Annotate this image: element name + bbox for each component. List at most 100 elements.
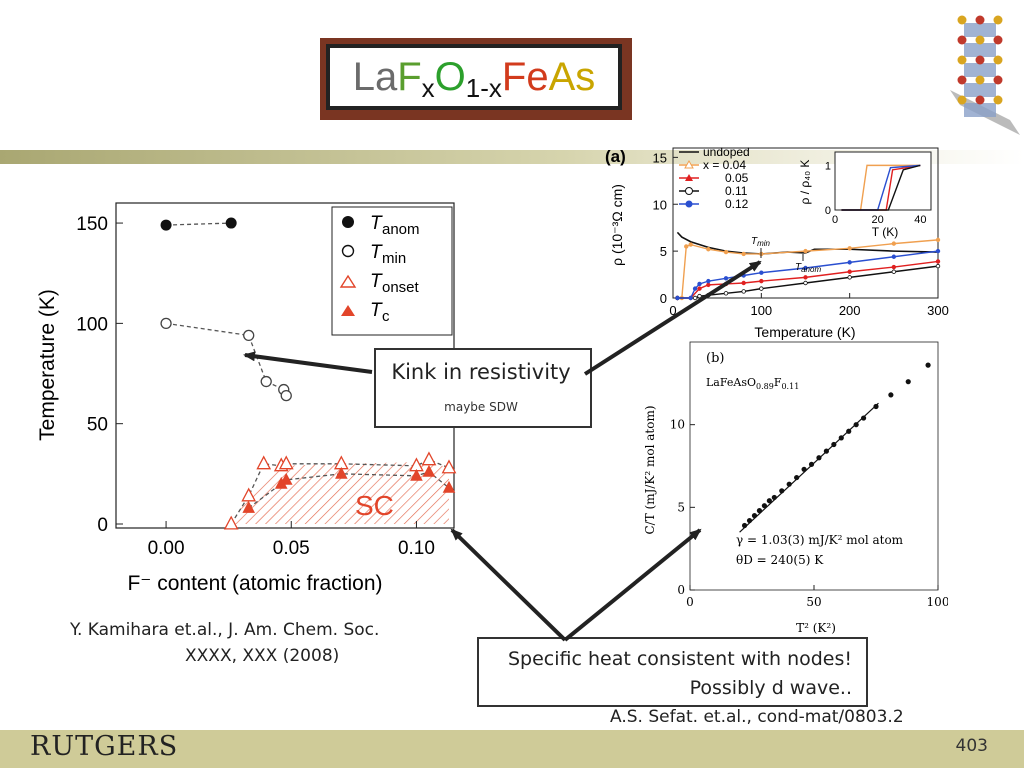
data-point (905, 379, 911, 385)
data-point (697, 281, 702, 287)
data-point (723, 291, 729, 296)
data-point (823, 448, 829, 454)
crystal-atom (993, 75, 1003, 85)
chart1-y-tick-label: 0 (97, 515, 108, 536)
inset-y-tick-label: 0 (825, 205, 831, 217)
data-point (761, 503, 767, 509)
svg-text:T (K): T (K) (872, 225, 898, 239)
data-point (847, 246, 852, 251)
crystal-atom (993, 55, 1003, 65)
chart1-x-tick-label: 0.10 (398, 538, 435, 559)
data-point (421, 451, 437, 466)
data-point (935, 237, 941, 243)
data-point (803, 275, 808, 280)
chart2-panel-label: (a) (605, 147, 626, 166)
data-point (278, 455, 294, 470)
specific-heat-callout-line1: Specific heat consistent with nodes! (508, 648, 852, 670)
title-x: x (421, 73, 435, 103)
data-point (935, 263, 941, 269)
crystal-layer (964, 103, 996, 117)
chart3-y-tick-label: 0 (677, 583, 685, 597)
data-point (223, 515, 239, 530)
chart1-y-tick-label: 100 (76, 314, 108, 335)
crystal-atom (993, 15, 1003, 25)
svg-text:c: c (382, 308, 390, 325)
chart3-x-tick-label: 100 (927, 595, 948, 609)
crystal-atom (975, 35, 985, 45)
data-point (766, 498, 772, 504)
svg-text:ρ / ρ₄₀ K: ρ / ρ₄₀ K (798, 160, 812, 205)
rutgers-logo: RUTGERS (30, 731, 179, 762)
title-fe: Fe (501, 55, 549, 99)
data-point (786, 481, 792, 487)
theta-fit-text: θD = 240(5) K (736, 553, 824, 567)
specific-heat-callout-box (477, 637, 868, 707)
crystal-structure-icon (950, 15, 1020, 135)
gamma-fit-text: γ = 1.03(3) mJ/K² mol atom (736, 533, 904, 547)
crystal-atom (975, 15, 985, 25)
resistivity-curve (677, 239, 939, 299)
data-point (891, 264, 897, 270)
data-point (891, 241, 897, 246)
svg-text:T: T (370, 242, 383, 263)
data-point (688, 295, 693, 301)
data-point (741, 522, 748, 529)
chart3-y-tick-label: 5 (677, 500, 685, 514)
data-point (803, 280, 808, 286)
svg-text:0.11: 0.11 (725, 184, 748, 198)
data-point (160, 317, 172, 330)
data-point (891, 254, 897, 259)
data-point (697, 293, 702, 299)
title-la: La (352, 55, 398, 99)
chart1-y-tick-label: 150 (76, 214, 108, 235)
data-point (816, 455, 822, 461)
data-point (692, 295, 698, 301)
data-point (803, 248, 808, 254)
chart2-x-tick-label: 200 (839, 303, 861, 318)
title-f: F (397, 55, 422, 99)
tanom-annotation: Tanom (795, 262, 821, 274)
resistivity-curve (677, 250, 939, 299)
svg-text:0.05: 0.05 (725, 171, 749, 185)
title-o: O (434, 55, 466, 99)
data-point (808, 461, 815, 467)
data-point (723, 281, 729, 287)
sc-region-label: SC (355, 490, 394, 521)
page-number: 403 (955, 736, 988, 756)
data-point (225, 217, 237, 229)
tmin-annotation: Tmin (751, 236, 771, 248)
data-point (838, 435, 844, 441)
data-point (441, 459, 457, 474)
data-point (853, 422, 859, 428)
data-point (280, 389, 292, 402)
data-point (873, 403, 879, 410)
crystal-atom (957, 55, 967, 65)
inset-curve (841, 164, 921, 211)
data-point (723, 249, 729, 255)
chart2-x-tick-label: 100 (750, 303, 772, 318)
data-point (692, 286, 698, 291)
specific-heat-callout-line2: Possibly d wave.. (689, 677, 852, 699)
data-point (935, 248, 941, 254)
crystal-atom (993, 95, 1003, 105)
data-point (242, 500, 255, 513)
data-point (779, 488, 785, 494)
chart2-x-tick-label: 300 (927, 303, 949, 318)
data-point (846, 428, 852, 434)
data-point (759, 286, 764, 291)
data-point (243, 329, 255, 342)
svg-text:0.12: 0.12 (725, 197, 749, 211)
data-point (771, 494, 777, 501)
reference-1-line2: XXXX, XXX (2008) (185, 646, 340, 666)
crystal-atom (957, 95, 967, 105)
inset-y-tick-label: 1 (825, 160, 831, 172)
data-point (847, 269, 852, 274)
chart2-y-tick-label: 5 (660, 244, 667, 259)
title-sub: 1-x (465, 73, 502, 103)
svg-text:min: min (382, 250, 406, 267)
data-point (706, 282, 711, 288)
